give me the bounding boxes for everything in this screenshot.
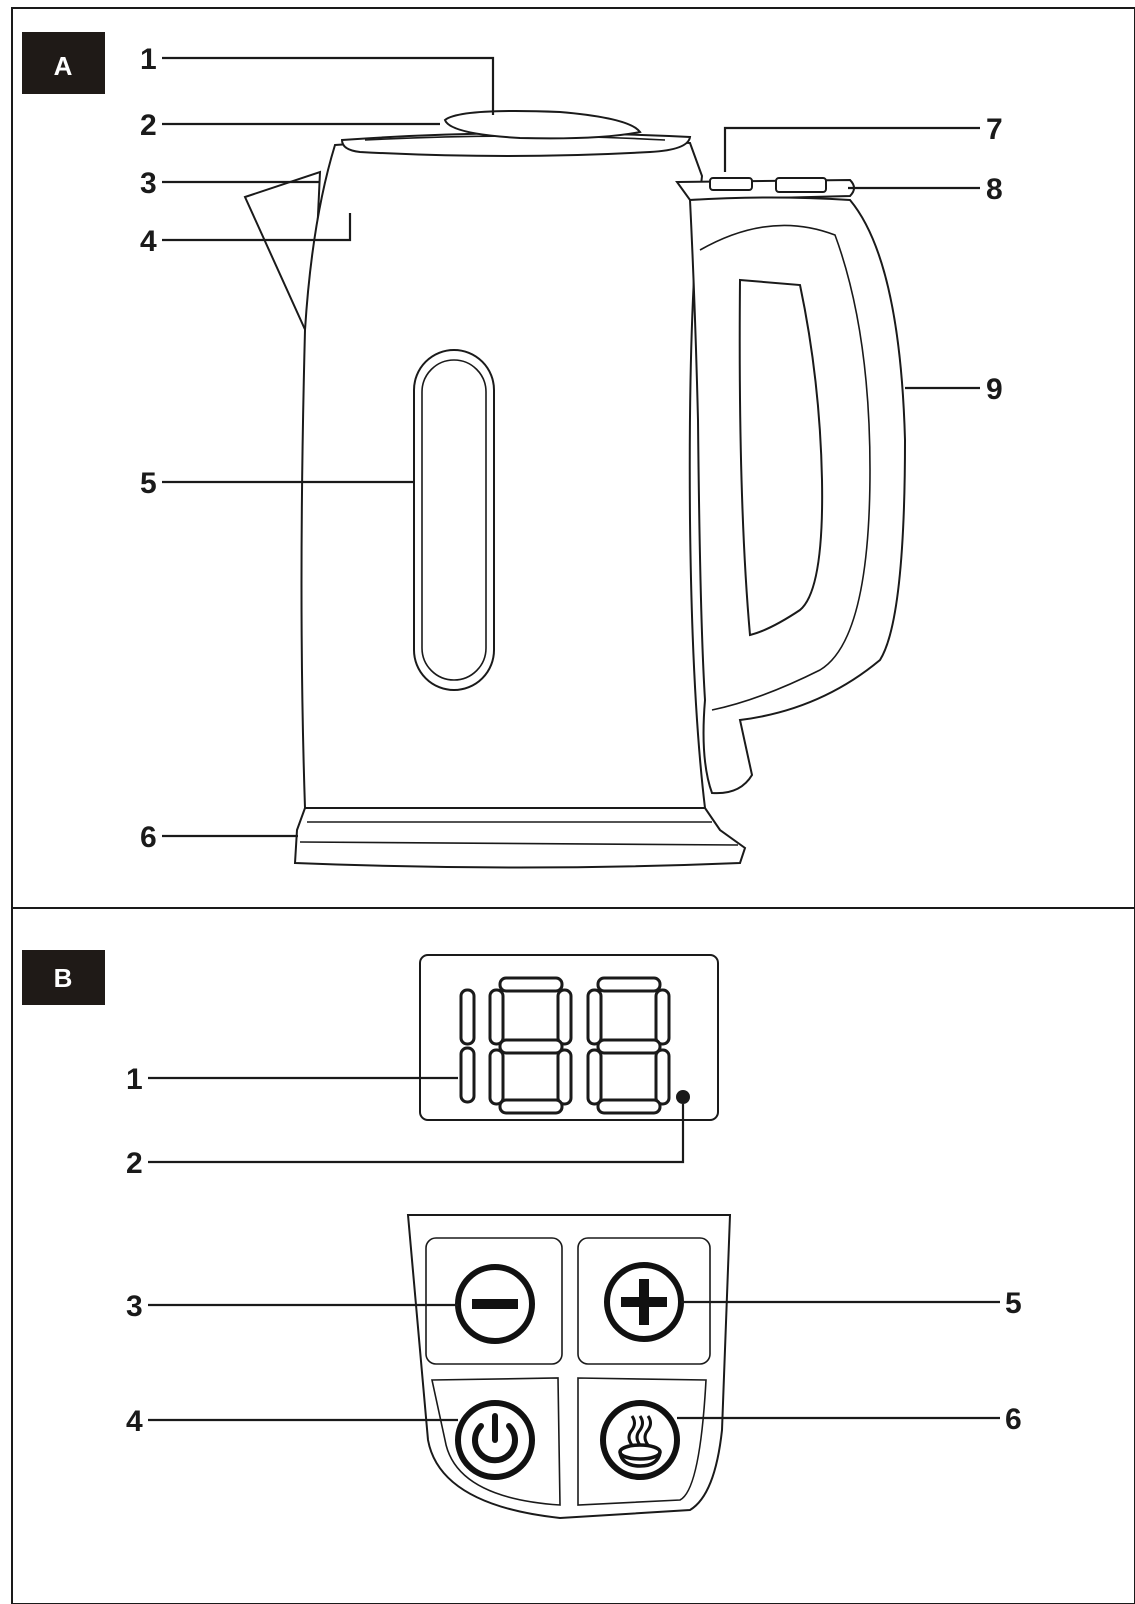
section-a-tag	[22, 32, 105, 94]
kettle-buttons-strip	[775, 177, 827, 193]
steam-bowl-icon	[600, 1400, 680, 1480]
callout-a-3: 3	[140, 167, 157, 200]
kettle-water-window	[413, 349, 495, 691]
callout-a-7: 7	[986, 113, 1003, 146]
lcd-indicator-dot	[676, 1090, 690, 1104]
kettle-display-window	[709, 177, 753, 191]
callout-a-5: 5	[140, 467, 157, 500]
callout-a-8: 8	[986, 173, 1003, 206]
kettle-handle-grip	[738, 278, 824, 637]
outer-frame	[11, 7, 1135, 1604]
callout-b-5: 5	[1005, 1287, 1022, 1320]
power-icon	[455, 1400, 535, 1480]
callout-lines-a	[162, 56, 980, 838]
kettle-lid-button	[443, 110, 642, 140]
section-a-tag-text: A	[54, 51, 73, 81]
callout-b-4: 4	[126, 1405, 143, 1438]
kettle-illustration	[243, 110, 907, 869]
callout-b-6: 6	[1005, 1403, 1022, 1436]
callout-lines-b	[148, 1076, 1000, 1422]
callout-a-2: 2	[140, 109, 157, 142]
callout-b-1: 1	[126, 1063, 143, 1096]
button-panel	[406, 1214, 732, 1520]
kettle-body	[300, 136, 707, 809]
callout-a-4: 4	[140, 225, 157, 258]
keep-warm-button-key[interactable]	[577, 1377, 707, 1506]
section-b-tag-text: B	[54, 963, 73, 993]
callout-b-3: 3	[126, 1290, 143, 1323]
section-a: A	[22, 32, 1003, 869]
section-b-tag	[22, 950, 105, 1005]
lcd-digit-8a	[488, 976, 573, 1115]
section-b: B	[22, 950, 1022, 1520]
callout-b-2: 2	[126, 1147, 143, 1180]
callout-a-1: 1	[140, 43, 157, 76]
callout-a-9: 9	[986, 373, 1003, 406]
callout-a-6: 6	[140, 821, 157, 854]
kettle-base	[293, 807, 747, 869]
lcd-digit-1	[459, 988, 476, 1104]
lcd-digit-8b	[586, 976, 671, 1115]
lcd-display	[419, 954, 719, 1121]
